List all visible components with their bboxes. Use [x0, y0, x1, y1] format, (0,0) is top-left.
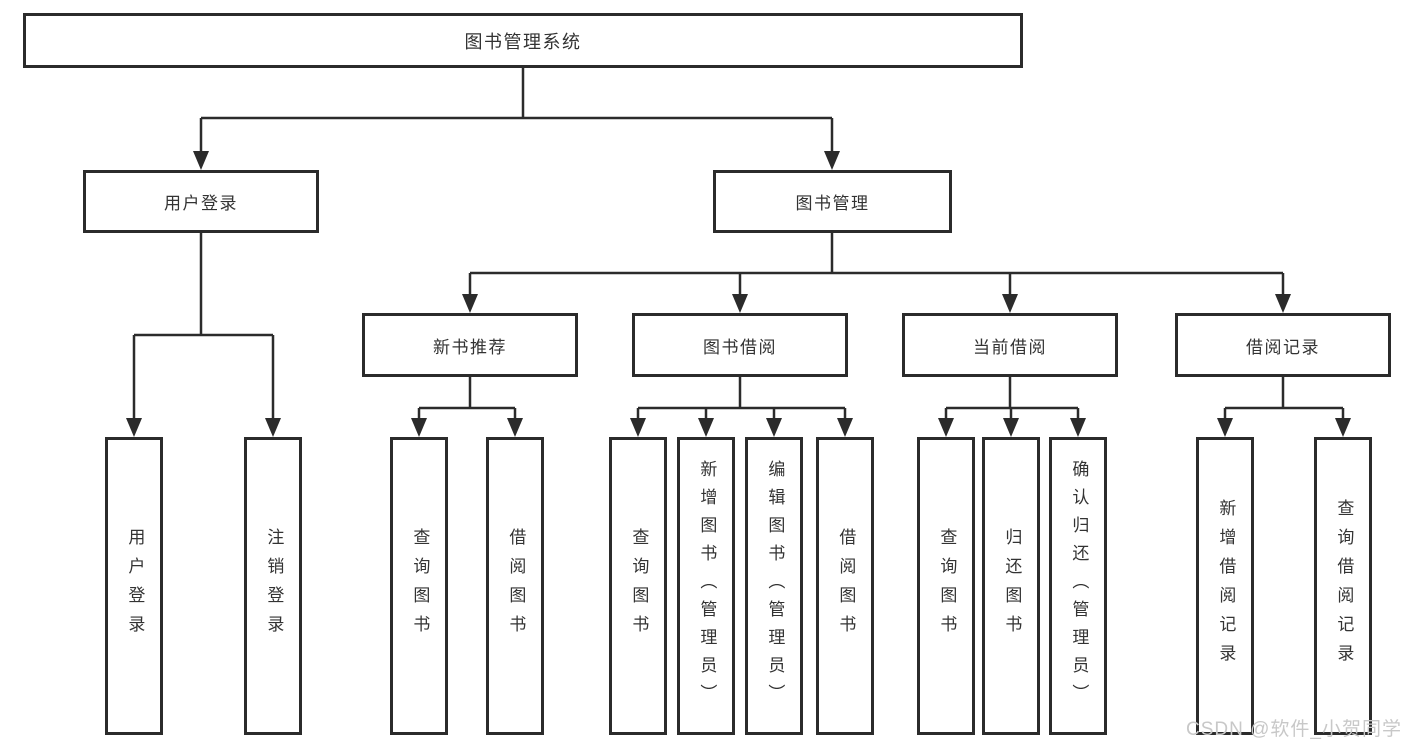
- node-label: 图书借阅: [703, 337, 777, 357]
- node-logout-action: 注销登录: [244, 437, 302, 735]
- node-label: 查询图书: [629, 528, 649, 644]
- node-new-book-recommend: 新书推荐: [362, 313, 578, 377]
- node-edit-books-admin: 编辑图书（管理员）: [745, 437, 803, 735]
- node-label: 用户登录: [125, 528, 145, 644]
- connector-book-management-children: [468, 233, 1285, 307]
- connector-user-login-children: [132, 233, 275, 431]
- node-label: 编辑图书（管理员）: [765, 460, 785, 712]
- node-label: 新增图书（管理员）: [697, 460, 717, 712]
- node-query-books-borrow: 查询图书: [609, 437, 667, 735]
- node-label: 借阅图书: [506, 528, 526, 644]
- connector-borrow-record-children: [1223, 377, 1345, 431]
- node-label: 当前借阅: [973, 337, 1047, 357]
- node-borrow-books: 借阅图书: [816, 437, 874, 735]
- csdn-watermark: CSDN @软件_小贺同学: [1186, 719, 1402, 740]
- node-user-login: 用户登录: [83, 170, 319, 233]
- node-borrow-records: 借阅记录: [1175, 313, 1391, 377]
- node-confirm-return-admin: 确认归还（管理员）: [1049, 437, 1107, 735]
- node-label: 注销登录: [264, 528, 284, 644]
- node-borrow-books-recommend: 借阅图书: [486, 437, 544, 735]
- node-query-books-current: 查询图书: [917, 437, 975, 735]
- node-query-books-recommend: 查询图书: [390, 437, 448, 735]
- node-label: 用户登录: [164, 194, 238, 213]
- node-library-management-system: 图书管理系统: [23, 13, 1023, 68]
- node-label: 图书管理: [795, 194, 870, 213]
- node-label: 查询图书: [410, 528, 430, 644]
- node-label: 查询借阅记录: [1334, 499, 1354, 673]
- node-book-management: 图书管理: [713, 170, 952, 233]
- node-label: 查询图书: [937, 528, 957, 644]
- node-add-borrow-record: 新增借阅记录: [1196, 437, 1254, 735]
- node-add-books-admin: 新增图书（管理员）: [677, 437, 735, 735]
- node-label: 借阅记录: [1246, 337, 1320, 357]
- node-label: 新书推荐: [433, 337, 507, 357]
- arrowheads: [126, 151, 1351, 437]
- connector-root-to-level2: [199, 68, 834, 164]
- node-label: 借阅图书: [836, 528, 856, 644]
- node-current-borrow: 当前借阅: [902, 313, 1118, 377]
- node-label: 图书管理系统: [464, 31, 582, 52]
- connector-new-book-children: [417, 377, 517, 431]
- node-user-login-action: 用户登录: [105, 437, 163, 735]
- node-label: 确认归还（管理员）: [1069, 460, 1089, 712]
- node-return-books: 归还图书: [982, 437, 1040, 735]
- node-label: 归还图书: [1002, 528, 1022, 644]
- connector-book-borrow-children: [636, 377, 847, 431]
- node-book-borrow: 图书借阅: [632, 313, 848, 377]
- node-query-borrow-record: 查询借阅记录: [1314, 437, 1372, 735]
- node-label: 新增借阅记录: [1216, 499, 1236, 673]
